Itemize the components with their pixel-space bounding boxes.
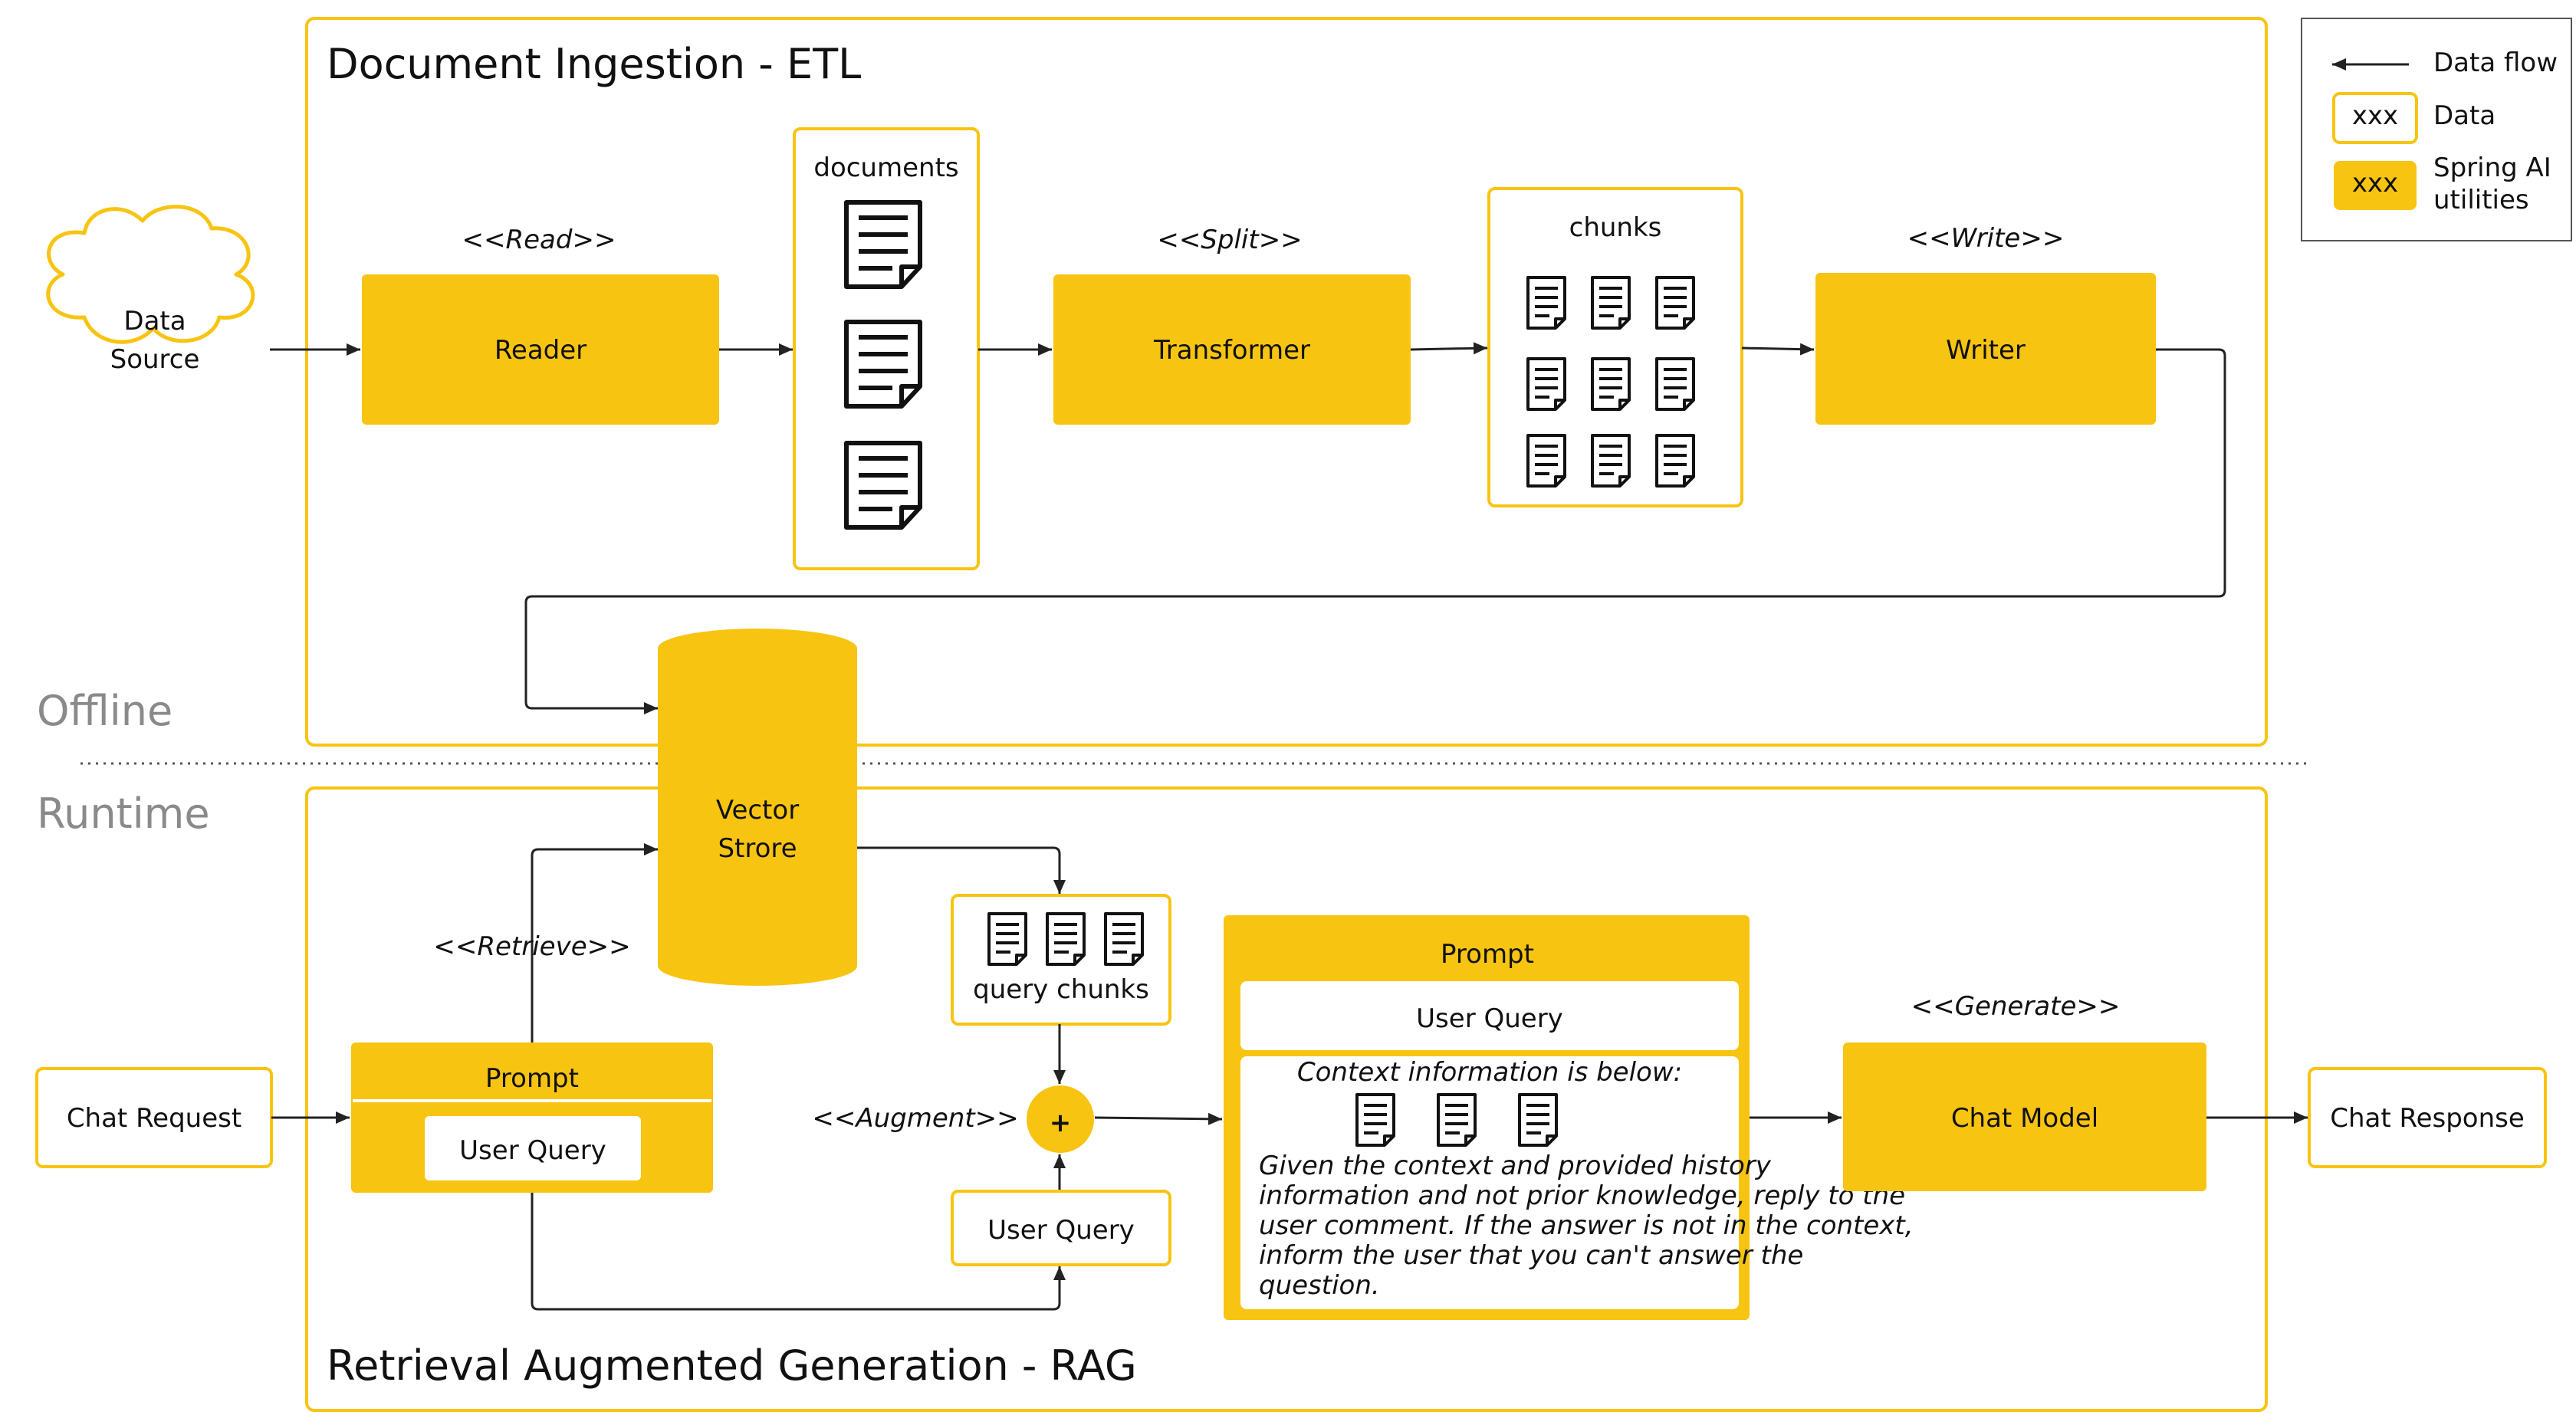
legend-utility-label-2: utilities [2433,185,2529,215]
data-source-label-2: Source [110,344,200,375]
legend: Data flow xxx Data xxx Spring AI utiliti… [2301,18,2572,241]
arrow-transformer-to-chunks [1410,342,1488,355]
split-stereotype: <<Split>> [1157,225,1302,255]
rag-panel [305,786,2268,1412]
context-instruction-line-2: information and not prior knowledge, rep… [1259,1180,1905,1211]
retrieve-stereotype: <<Retrieve>> [433,931,630,962]
write-stereotype: <<Write>> [1907,223,2065,254]
chunks-label: chunks [1569,212,1662,243]
legend-utility-swatch [2334,161,2417,210]
chat-model-box [1843,1042,2206,1191]
prompt-box: Prompt User Query [351,1042,713,1193]
generate-stereotype: <<Generate>> [1911,991,2121,1022]
chat-response-label: Chat Response [2330,1103,2525,1134]
query-chunk-icon [1104,912,1144,966]
legend-utility-swatch-text: xxx [2352,168,2398,199]
chunks-box [1487,187,1743,507]
context-header: Context information is below: [1297,1057,1682,1088]
chunk-icon [1526,276,1566,330]
legend-data-label: Data [2433,100,2496,131]
context-instruction-line-5: question. [1259,1270,1380,1301]
legend-data-swatch-text: xxx [2352,100,2398,131]
augmented-prompt-label: Prompt [1441,939,1534,970]
context-document-icon [1437,1093,1477,1147]
transformer-label: Transformer [1153,335,1310,366]
reader-box [362,274,719,425]
vector-store-label-1: Vector [716,795,799,826]
documents-label: documents [813,153,958,183]
augment-plus-circle [1027,1085,1094,1153]
arrow-prompt-to-user-query [531,1193,1066,1311]
rag-panel-title: Retrieval Augmented Generation - RAG [327,1341,1137,1390]
arrow-writer-to-vector-store [524,348,2226,714]
chat-model-label: Chat Model [1951,1103,2098,1134]
chunk-icon [1526,434,1566,488]
zone-runtime-label: Runtime [37,790,210,838]
context-instruction-line-4: inform the user that you can't answer th… [1259,1240,1803,1271]
chunk-icon [1591,357,1631,411]
legend-data-swatch [2332,92,2418,144]
query-chunks-label: query chunks [973,974,1149,1005]
writer-label: Writer [1946,335,2026,366]
legend-data-flow-label: Data flow [2433,48,2558,78]
etl-panel-title: Document Ingestion - ETL [327,40,861,88]
augment-plus-label: + [1050,1108,1072,1138]
arrow-prompt-to-vector-store [531,843,658,1042]
prompt-user-query-box [425,1116,641,1180]
chunk-icon [1655,357,1695,411]
context-instruction-line-3: user comment. If the answer is not in th… [1259,1210,1914,1241]
query-chunk-icon [987,912,1027,966]
chunk-icon [1591,276,1631,330]
vector-store-cylinder: Vector Strore [658,629,857,986]
vector-store-label-2: Strore [718,833,797,864]
legend-utility-label-1: Spring AI [2433,153,2551,183]
prompt-label: Prompt [485,1063,579,1094]
context-instruction-line-1: Given the context and provided history [1259,1151,1772,1181]
etl-panel [305,17,2268,747]
reader-label: Reader [495,335,586,366]
query-chunk-icon [1046,912,1086,966]
zone-offline-label: Offline [37,687,172,735]
read-stereotype: <<Read>> [462,225,616,255]
document-icon [846,443,920,527]
chat-response-box [2308,1067,2547,1168]
augmented-prompt-user-query-label: User Query [1416,1003,1563,1034]
chunk-icon [1526,357,1566,411]
document-icon [846,202,920,287]
augment-stereotype: <<Augment>> [812,1103,1018,1134]
augment-user-query-label: User Query [987,1215,1135,1246]
arrow-vector-store-to-query-chunks [857,846,1066,894]
context-document-icon [1355,1093,1395,1147]
augment-user-query-box [951,1190,1171,1266]
prompt-user-query-label: User Query [459,1135,606,1166]
writer-box [1815,273,2156,425]
chunk-icon [1591,434,1631,488]
chunk-icon [1655,434,1695,488]
augmented-prompt-user-query-box [1240,981,1739,1050]
transformer-box [1053,274,1411,425]
augmented-prompt-box: Prompt User Query Context information is… [1224,915,1914,1320]
data-source-cloud: Data Source [46,205,255,375]
document-icon [846,322,920,406]
chunk-icon [1655,276,1695,330]
arrow-augment-to-prompt [1094,1112,1223,1125]
arrow-chunks-to-writer [1741,343,1815,356]
context-document-icon [1518,1093,1558,1147]
data-source-label-1: Data [123,306,186,337]
chat-request-label: Chat Request [67,1103,242,1134]
